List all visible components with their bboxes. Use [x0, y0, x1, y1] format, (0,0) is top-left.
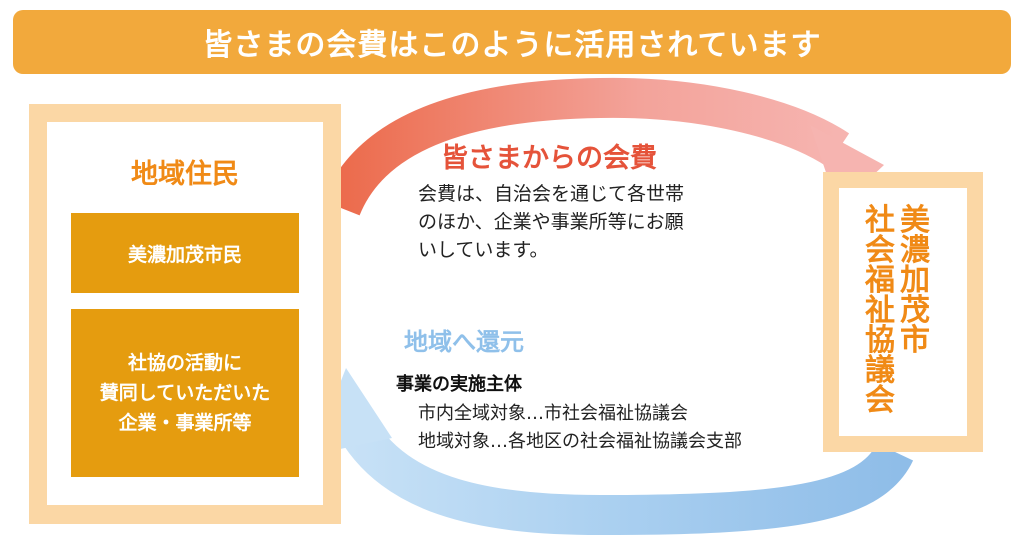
inflow-title: 皆さまからの会費 [441, 143, 657, 174]
companies-box: 社協の活動に 賛同していただいた 企業・事業所等 [71, 309, 299, 477]
executor-heading: 事業の実施主体 [396, 374, 522, 395]
council-panel [839, 188, 967, 436]
return-arrow [334, 410, 914, 536]
inflow-description: 会費は、自治会を通じて各世帯 のほか、企業や事業所等にお願 いしています。 [418, 183, 685, 261]
page-title-banner: 皆さまの会費はこのように活用されています [13, 10, 1011, 74]
executor-line-citywide: 市内全域対象…市社会福祉協議会 [418, 403, 688, 424]
council-name-org: 社 会 福 祉 協 議 会 [865, 203, 895, 418]
return-title: 地域へ還元 [404, 328, 524, 356]
residents-title: 地域住民 [131, 159, 239, 190]
inflow-arrow [322, 77, 850, 217]
inflow-arrowhead [810, 125, 884, 208]
council-name-city: 美 濃 加 茂 市 [900, 203, 930, 358]
citizens-label: 美濃加茂市民 [127, 243, 242, 266]
executor-line-district: 地域対象…各地区の社会福祉協議会支部 [418, 431, 742, 452]
citizens-box: 美濃加茂市民 [71, 213, 299, 293]
page-title: 皆さまの会費はこのように活用されています [202, 28, 822, 63]
